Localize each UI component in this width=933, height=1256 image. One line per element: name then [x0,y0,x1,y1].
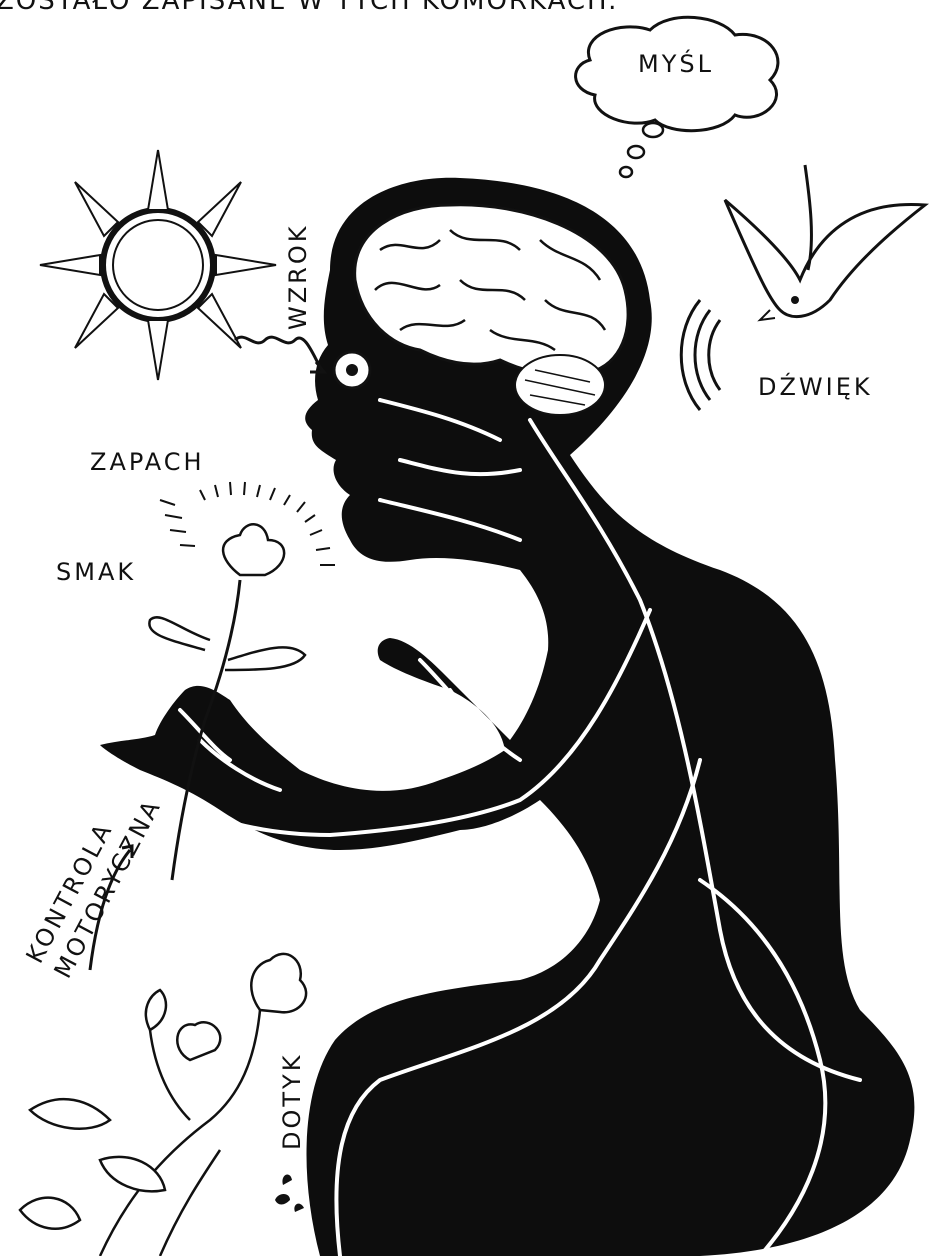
label-sound: DŹWIĘK [758,372,873,401]
sight-wave-arrow [235,337,322,370]
drops-icon [275,1175,304,1212]
label-taste: SMAK [56,558,136,586]
bird-icon [725,165,925,320]
label-smell: ZAPACH [90,448,205,476]
sound-waves-icon [681,300,720,410]
eye-icon [334,352,370,388]
label-thought: MYŚL [638,48,714,78]
thorny-plant-icon [20,954,306,1256]
sun-icon [40,150,276,380]
thought-cloud-icon [576,17,778,177]
label-touch: DOTYK [278,1053,306,1150]
label-sight: WZROK [284,224,312,330]
